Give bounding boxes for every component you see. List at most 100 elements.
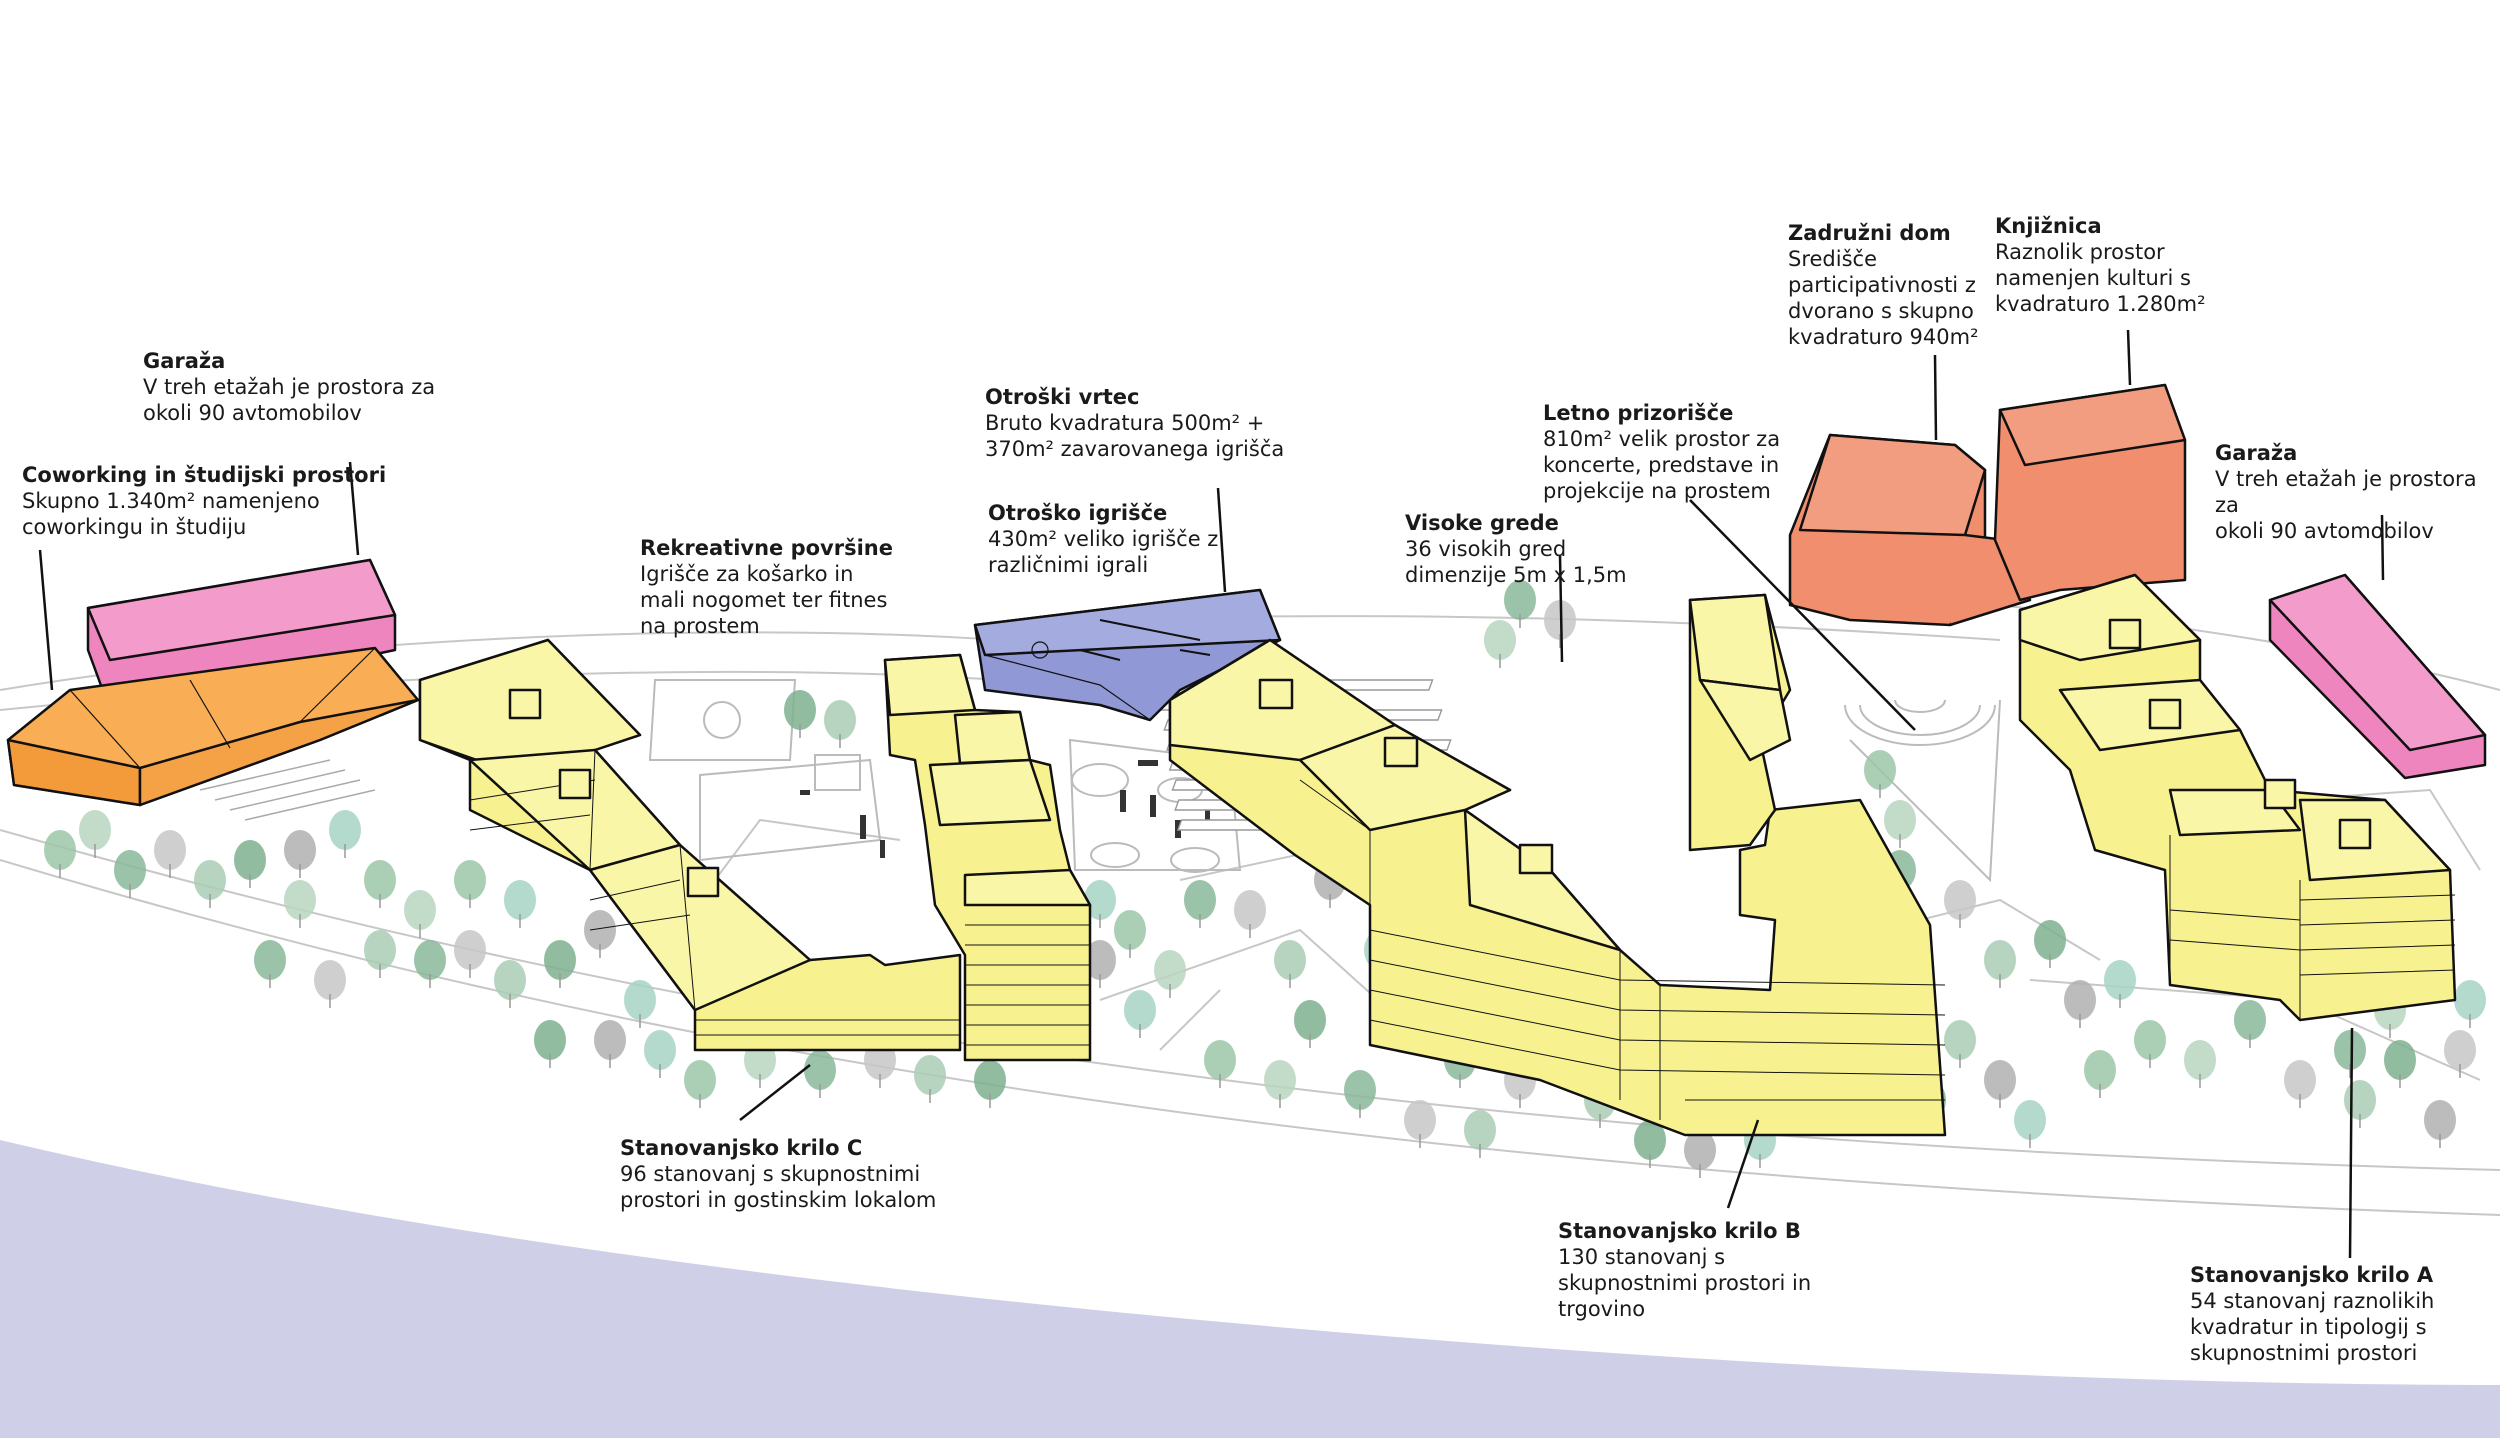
tree <box>2384 1040 2416 1080</box>
tree <box>1884 800 1916 840</box>
tree <box>364 860 396 900</box>
tree <box>364 930 396 970</box>
label-line: na prostem <box>640 614 760 638</box>
tree <box>329 810 361 850</box>
tree <box>1084 880 1116 920</box>
garage-right-building <box>2268 573 2487 780</box>
label-line: okoli 90 avtomobilov <box>2215 519 2434 543</box>
tree <box>114 850 146 890</box>
tree <box>644 1030 676 1070</box>
tree <box>824 700 856 740</box>
label-title: Otroško igrišče <box>988 501 1168 525</box>
label-wing-c: Stanovanjsko krilo C 96 stanovanj s skup… <box>620 1135 936 1213</box>
tree <box>1124 990 1156 1030</box>
label-title: Stanovanjsko krilo A <box>2190 1263 2434 1287</box>
river <box>0 1140 2500 1438</box>
tree <box>974 1060 1006 1100</box>
leader-lines <box>38 329 2385 1259</box>
residential-wing-a <box>2018 573 2457 1022</box>
tree <box>1274 940 1306 980</box>
tree <box>1234 890 1266 930</box>
label-title: Stanovanjsko krilo C <box>620 1136 863 1160</box>
label-title: Garaža <box>2215 441 2298 465</box>
label-wing-a: Stanovanjsko krilo A 54 stanovanj raznol… <box>2190 1262 2434 1366</box>
tree <box>1944 1020 1976 1060</box>
label-title: Stanovanjsko krilo B <box>1558 1219 1801 1243</box>
label-coworking: Coworking in študijski prostori Skupno 1… <box>22 462 386 540</box>
label-title: Rekreativne površine <box>640 536 893 560</box>
label-line: Skupno 1.340m² namenjeno <box>22 489 320 513</box>
label-line: 810m² velik prostor za <box>1543 427 1781 451</box>
tree <box>2284 1060 2316 1100</box>
tree <box>1504 580 1536 620</box>
tree <box>2104 960 2136 1000</box>
label-line: namenjen kulturi s <box>1995 266 2191 290</box>
tree <box>2184 1040 2216 1080</box>
tree <box>1484 620 1516 660</box>
tree <box>2134 1020 2166 1060</box>
label-title: Zadružni dom <box>1788 221 1951 245</box>
tree <box>1464 1110 1496 1150</box>
residential-wing-c <box>418 638 962 1052</box>
tree <box>914 1055 946 1095</box>
label-line: projekcije na prostem <box>1543 479 1771 503</box>
residential-wing-b <box>1168 593 1947 1137</box>
tree <box>2454 980 2486 1020</box>
label-line: 96 stanovanj s skupnostnimi <box>620 1162 921 1186</box>
label-line: trgovino <box>1558 1297 1646 1321</box>
residential-wing-c-east <box>883 653 1092 1062</box>
tree <box>544 940 576 980</box>
tree <box>284 880 316 920</box>
tree <box>504 880 536 920</box>
tree <box>594 1020 626 1060</box>
tree <box>194 860 226 900</box>
tree <box>1294 1000 1326 1040</box>
label-line: dvorano s skupno <box>1788 299 1974 323</box>
tree <box>1984 1060 2016 1100</box>
tree <box>1684 1130 1716 1170</box>
label-line: 54 stanovanj raznolikih <box>2190 1289 2435 1313</box>
tree <box>1984 940 2016 980</box>
tree <box>1184 880 1216 920</box>
tree <box>404 890 436 930</box>
tree <box>584 910 616 950</box>
tree <box>1114 910 1146 950</box>
label-line: skupnostnimi prostori in <box>1558 1271 1812 1295</box>
tree <box>784 690 816 730</box>
label-title: Knjižnica <box>1995 214 2102 238</box>
label-line: Bruto kvadratura 500m² + <box>985 411 1265 435</box>
tree <box>2084 1050 2116 1090</box>
label-line: Igrišče za košarko in <box>640 562 854 586</box>
tree <box>254 940 286 980</box>
label-line: okoli 90 avtomobilov <box>143 401 362 425</box>
tree <box>79 810 111 850</box>
label-line: Raznolik prostor <box>1995 240 2165 264</box>
label-line: prostori in gostinskim lokalom <box>620 1188 937 1212</box>
label-line: koncerte, predstave in <box>1543 453 1780 477</box>
label-line: kvadratur in tipologij s <box>2190 1315 2427 1339</box>
tree <box>2014 1100 2046 1140</box>
label-recreation: Rekreativne površine Igrišče za košarko … <box>640 535 893 639</box>
garage-left-building <box>86 558 397 712</box>
tree <box>684 1060 716 1100</box>
tree <box>1084 940 1116 980</box>
label-line: skupnostnimi prostori <box>2190 1341 2418 1365</box>
tree <box>1204 1040 1236 1080</box>
label-title: Coworking in študijski prostori <box>22 463 387 487</box>
label-line: kvadraturo 1.280m² <box>1995 292 2206 316</box>
label-line: Središče <box>1788 247 1877 271</box>
tree <box>2334 1030 2366 1070</box>
tree <box>1634 1120 1666 1160</box>
label-line: coworkingu in študiju <box>22 515 247 539</box>
tree <box>454 930 486 970</box>
tree <box>2424 1100 2456 1140</box>
tree <box>44 830 76 870</box>
label-line: participativnosti z <box>1788 273 1976 297</box>
